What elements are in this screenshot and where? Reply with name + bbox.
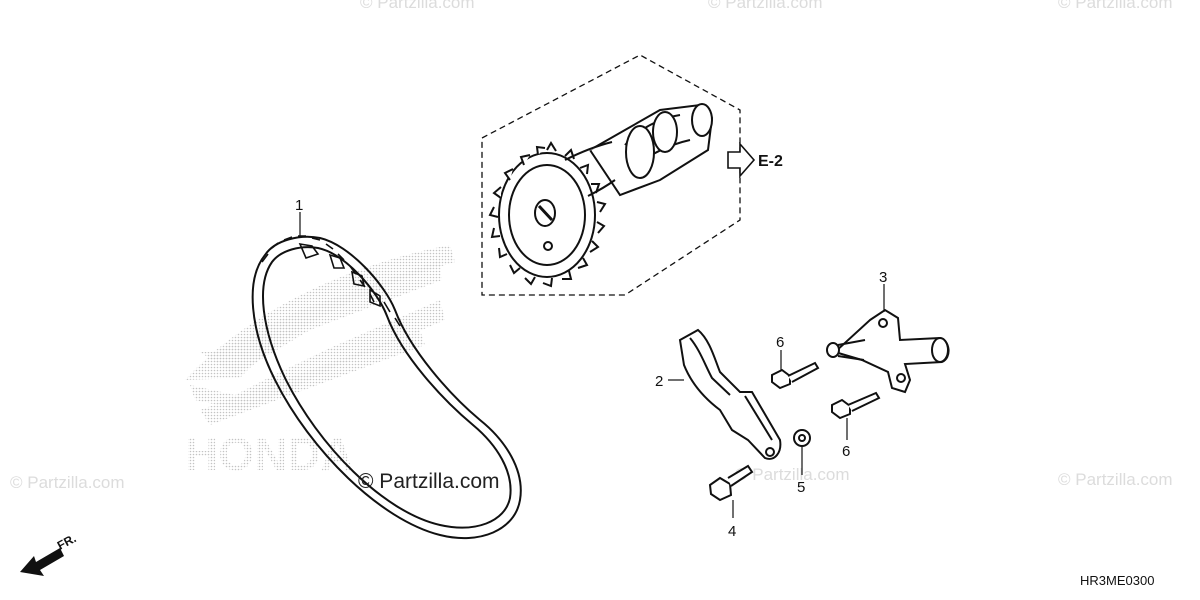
watermark-text: © Partzilla.com <box>10 473 125 492</box>
callout-6-lower: 6 <box>842 443 850 460</box>
diagram-code: HR3ME0300 <box>1080 573 1154 588</box>
callout-3: 3 <box>879 269 887 286</box>
bolt-flange <box>708 464 754 502</box>
reference-label: E-2 <box>758 153 783 170</box>
callout-5: 5 <box>797 479 805 496</box>
callout-4: 4 <box>728 523 736 540</box>
callout-6-upper: 6 <box>776 334 784 351</box>
watermark-text: © Partzilla.com <box>708 0 823 12</box>
cam-chain <box>251 235 522 540</box>
callout-2: 2 <box>655 373 663 390</box>
credit-text: © Partzilla.com <box>358 470 500 493</box>
watermark-text: © Partzilla.com <box>1058 0 1173 12</box>
washer <box>793 429 811 447</box>
callouts: 1 2 3 4 5 6 6 <box>295 197 887 540</box>
watermarks: © Partzilla.com © Partzilla.com © Partzi… <box>10 0 1173 492</box>
bolt-lower <box>831 391 881 420</box>
leader-lines <box>299 212 885 518</box>
callout-1: 1 <box>295 197 303 214</box>
watermark-text: © Partzilla.com <box>735 465 850 484</box>
reference-arrow-e2: E-2 <box>727 141 783 179</box>
bolt-upper <box>771 361 820 390</box>
front-direction-arrow: FR. <box>20 531 78 576</box>
watermark-text: © Partzilla.com <box>360 0 475 12</box>
chain-tensioner-arm <box>678 328 782 460</box>
camshaft-assembly-box <box>481 54 741 296</box>
honda-wordmark: HONDA <box>185 428 354 480</box>
tensioner-lifter <box>826 308 950 394</box>
watermark-text: © Partzilla.com <box>1058 470 1173 489</box>
camshaft-sprocket <box>488 103 714 288</box>
